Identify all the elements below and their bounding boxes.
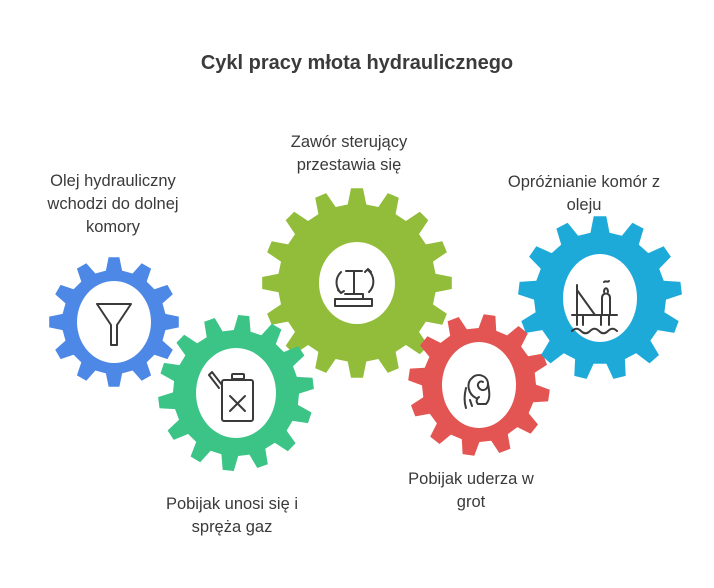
funnel-icon	[96, 303, 132, 346]
label-line: Pobijak uderza w	[408, 470, 534, 488]
label-drain: Opróżnianie komór z oleju	[474, 171, 694, 217]
gear-oil-in	[49, 257, 179, 387]
gear-hub	[319, 242, 395, 324]
label-line: grot	[456, 493, 486, 511]
gear-hub	[442, 342, 516, 428]
gear-piston-hit	[408, 314, 550, 456]
gear-piston-up	[158, 315, 314, 471]
label-line: Opróżnianie komór z	[507, 173, 661, 191]
gear-valve	[262, 188, 452, 378]
label-line: przestawia się	[296, 156, 402, 174]
label-line: oleju	[566, 196, 602, 214]
label-line: Zawór sterujący	[290, 133, 408, 151]
label-piston-hit: Pobijak uderza w grot	[361, 468, 581, 514]
oil-platform-icon	[571, 280, 618, 335]
gear-hub	[563, 254, 637, 342]
label-line: Pobijak unosi się i	[165, 495, 299, 513]
label-oil-in: Olej hydrauliczny wchodzi do dolnej komo…	[3, 170, 223, 239]
gear-hub	[77, 281, 151, 363]
label-line: wchodzi do dolnej	[47, 195, 179, 213]
gear-hub	[196, 348, 276, 438]
label-line: Olej hydrauliczny	[50, 172, 176, 190]
gear-drain	[518, 216, 682, 379]
jerrycan-icon	[208, 371, 254, 422]
label-valve: Zawór sterujący przestawia się	[239, 131, 459, 177]
diagram-title: Cykl pracy młota hydraulicznego	[200, 52, 514, 74]
ram-icon	[463, 374, 491, 409]
valve-lever-icon	[334, 268, 375, 307]
label-piston-up: Pobijak unosi się i spręża gaz	[122, 493, 342, 539]
label-line: spręża gaz	[191, 518, 273, 536]
label-line: komory	[85, 218, 141, 236]
